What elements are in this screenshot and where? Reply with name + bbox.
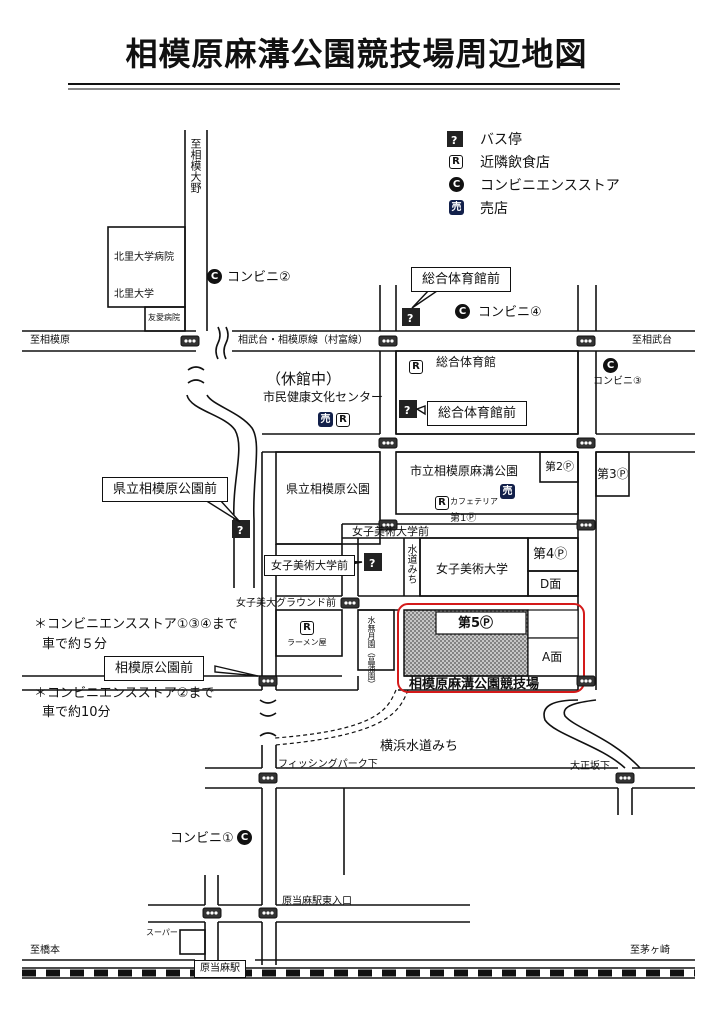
label-closed: （休館中） xyxy=(266,370,342,388)
label-ramen: ラーメン屋 xyxy=(287,638,327,647)
busstop-gym-north: 総合体育館前 xyxy=(411,267,512,292)
note-2-line-1: ＊コンビニエンスストア②まで xyxy=(34,686,215,701)
label-fishing-park: フィッシングパーク下 xyxy=(278,759,378,770)
convenience-icon-4: C xyxy=(455,304,470,319)
label-sagamihara-park: 県立相模原公園 xyxy=(286,482,371,496)
label-water-road: 水道みち xyxy=(405,544,416,584)
direction-east-bottom: 至茅ヶ崎 xyxy=(630,945,670,956)
label-conveni-3: コンビニ③ xyxy=(593,376,642,387)
note-1-line-2: 車で約５分 xyxy=(42,637,108,652)
label-yokohama-water: 横浜水道みち xyxy=(380,739,459,754)
title-underline xyxy=(68,83,620,90)
convenience-icon-3: C xyxy=(603,358,618,373)
legend-bus-stop: バス停 xyxy=(480,132,522,148)
bus-stop-icons xyxy=(232,131,463,571)
label-kitasato-univ: 北里大学 xyxy=(114,289,154,300)
label-parking-5: 第5Ⓟ xyxy=(458,616,494,631)
svg-text:?: ? xyxy=(404,404,410,417)
shop-icon: 売 xyxy=(449,200,464,215)
shop-icon-park: 売 xyxy=(500,484,515,499)
label-joshibi-road: 女子美術大学前 xyxy=(352,525,429,538)
railroad xyxy=(22,967,695,979)
svg-text:?: ? xyxy=(451,134,457,147)
svg-text:?: ? xyxy=(407,312,413,325)
convenience-icon-2: C xyxy=(207,269,222,284)
shop-icon-health: 売 xyxy=(318,412,333,427)
label-a-area: A面 xyxy=(542,650,563,664)
restaurant-icon: R xyxy=(449,155,463,169)
label-health-center: 市民健康文化センター xyxy=(263,390,384,404)
convenience-icon-1: C xyxy=(237,830,252,845)
busstop-park: 相模原公園前 xyxy=(104,656,205,681)
label-conveni-4: コンビニ④ xyxy=(478,305,542,320)
road-middle-horizontal xyxy=(262,433,695,453)
page-title: 相模原麻溝公園競技場周辺地図 xyxy=(125,35,588,73)
direction-north: 至相模大野 xyxy=(189,138,202,193)
label-stadium: 相模原麻溝公園競技場 xyxy=(409,677,540,692)
road-center-vertical xyxy=(379,285,397,434)
label-haratouma-east: 原当麻駅東入口 xyxy=(282,896,352,907)
restaurant-icon-gym: R xyxy=(409,360,423,374)
direction-east-top: 至相武台 xyxy=(632,335,672,346)
label-asamizo-park: 市立相模原麻溝公園 xyxy=(410,464,519,478)
label-parking-4: 第4Ⓟ xyxy=(533,547,568,562)
signal-marks xyxy=(180,335,635,919)
label-supermarket: スーパー xyxy=(146,928,178,937)
restaurant-icon-health: R xyxy=(336,413,350,427)
road-lower-horizontal xyxy=(205,767,695,789)
label-d-area: D面 xyxy=(540,577,562,591)
busstop-joshibi: 女子美術大学前 xyxy=(264,555,355,576)
label-joshibi-univ: 女子美術大学 xyxy=(436,562,509,576)
label-gym: 総合体育館 xyxy=(436,355,497,369)
label-mizumuzuki: 水無月園（菖蒲園） xyxy=(367,616,376,688)
road-curve-west xyxy=(186,394,240,588)
label-yuai-hospital: 友愛病院 xyxy=(148,313,180,322)
svg-text:?: ? xyxy=(369,557,375,570)
road-station xyxy=(148,904,470,923)
label-parking-2: 第2Ⓟ xyxy=(545,460,574,473)
legend-convenience: コンビニエンスストア xyxy=(480,178,620,194)
convenience-icon: C xyxy=(449,177,464,192)
busstop-gym: 総合体育館前 xyxy=(427,401,528,426)
direction-west-top: 至相模原 xyxy=(30,335,70,346)
label-cafeteria: カフェテリア xyxy=(450,497,498,506)
label-taisho: 大正坂下 xyxy=(570,761,610,772)
label-conveni-1: コンビニ① xyxy=(170,831,234,846)
legend-restaurant: 近隣飲食店 xyxy=(480,155,550,171)
label-kitasato-hospital: 北里大学病院 xyxy=(114,252,174,263)
direction-west-bottom: 至橋本 xyxy=(30,945,60,956)
gym-block xyxy=(395,350,579,435)
restaurant-icon-cafeteria: R xyxy=(435,496,449,510)
note-1-line-1: ＊コンビニエンスストア①③④まで xyxy=(34,617,238,632)
label-parking-1: 第1Ⓟ xyxy=(450,513,477,524)
label-station: 原当麻駅 xyxy=(194,960,246,978)
label-conveni-2: コンビニ② xyxy=(227,270,291,285)
busstop-pref-park: 県立相模原公園前 xyxy=(102,477,229,502)
label-joshibi-ground: 女子美大グラウンド前 xyxy=(236,598,336,609)
label-main-road: 相武台・相模原線（村富線） xyxy=(238,335,368,346)
legend-shop: 売店 xyxy=(480,201,508,217)
restaurant-icon-ramen: R xyxy=(300,621,314,635)
stadium-highlight xyxy=(397,603,585,693)
label-parking-3: 第3Ⓟ xyxy=(597,467,629,481)
note-2-line-2: 車で約10分 xyxy=(42,705,111,720)
svg-text:?: ? xyxy=(237,524,243,537)
